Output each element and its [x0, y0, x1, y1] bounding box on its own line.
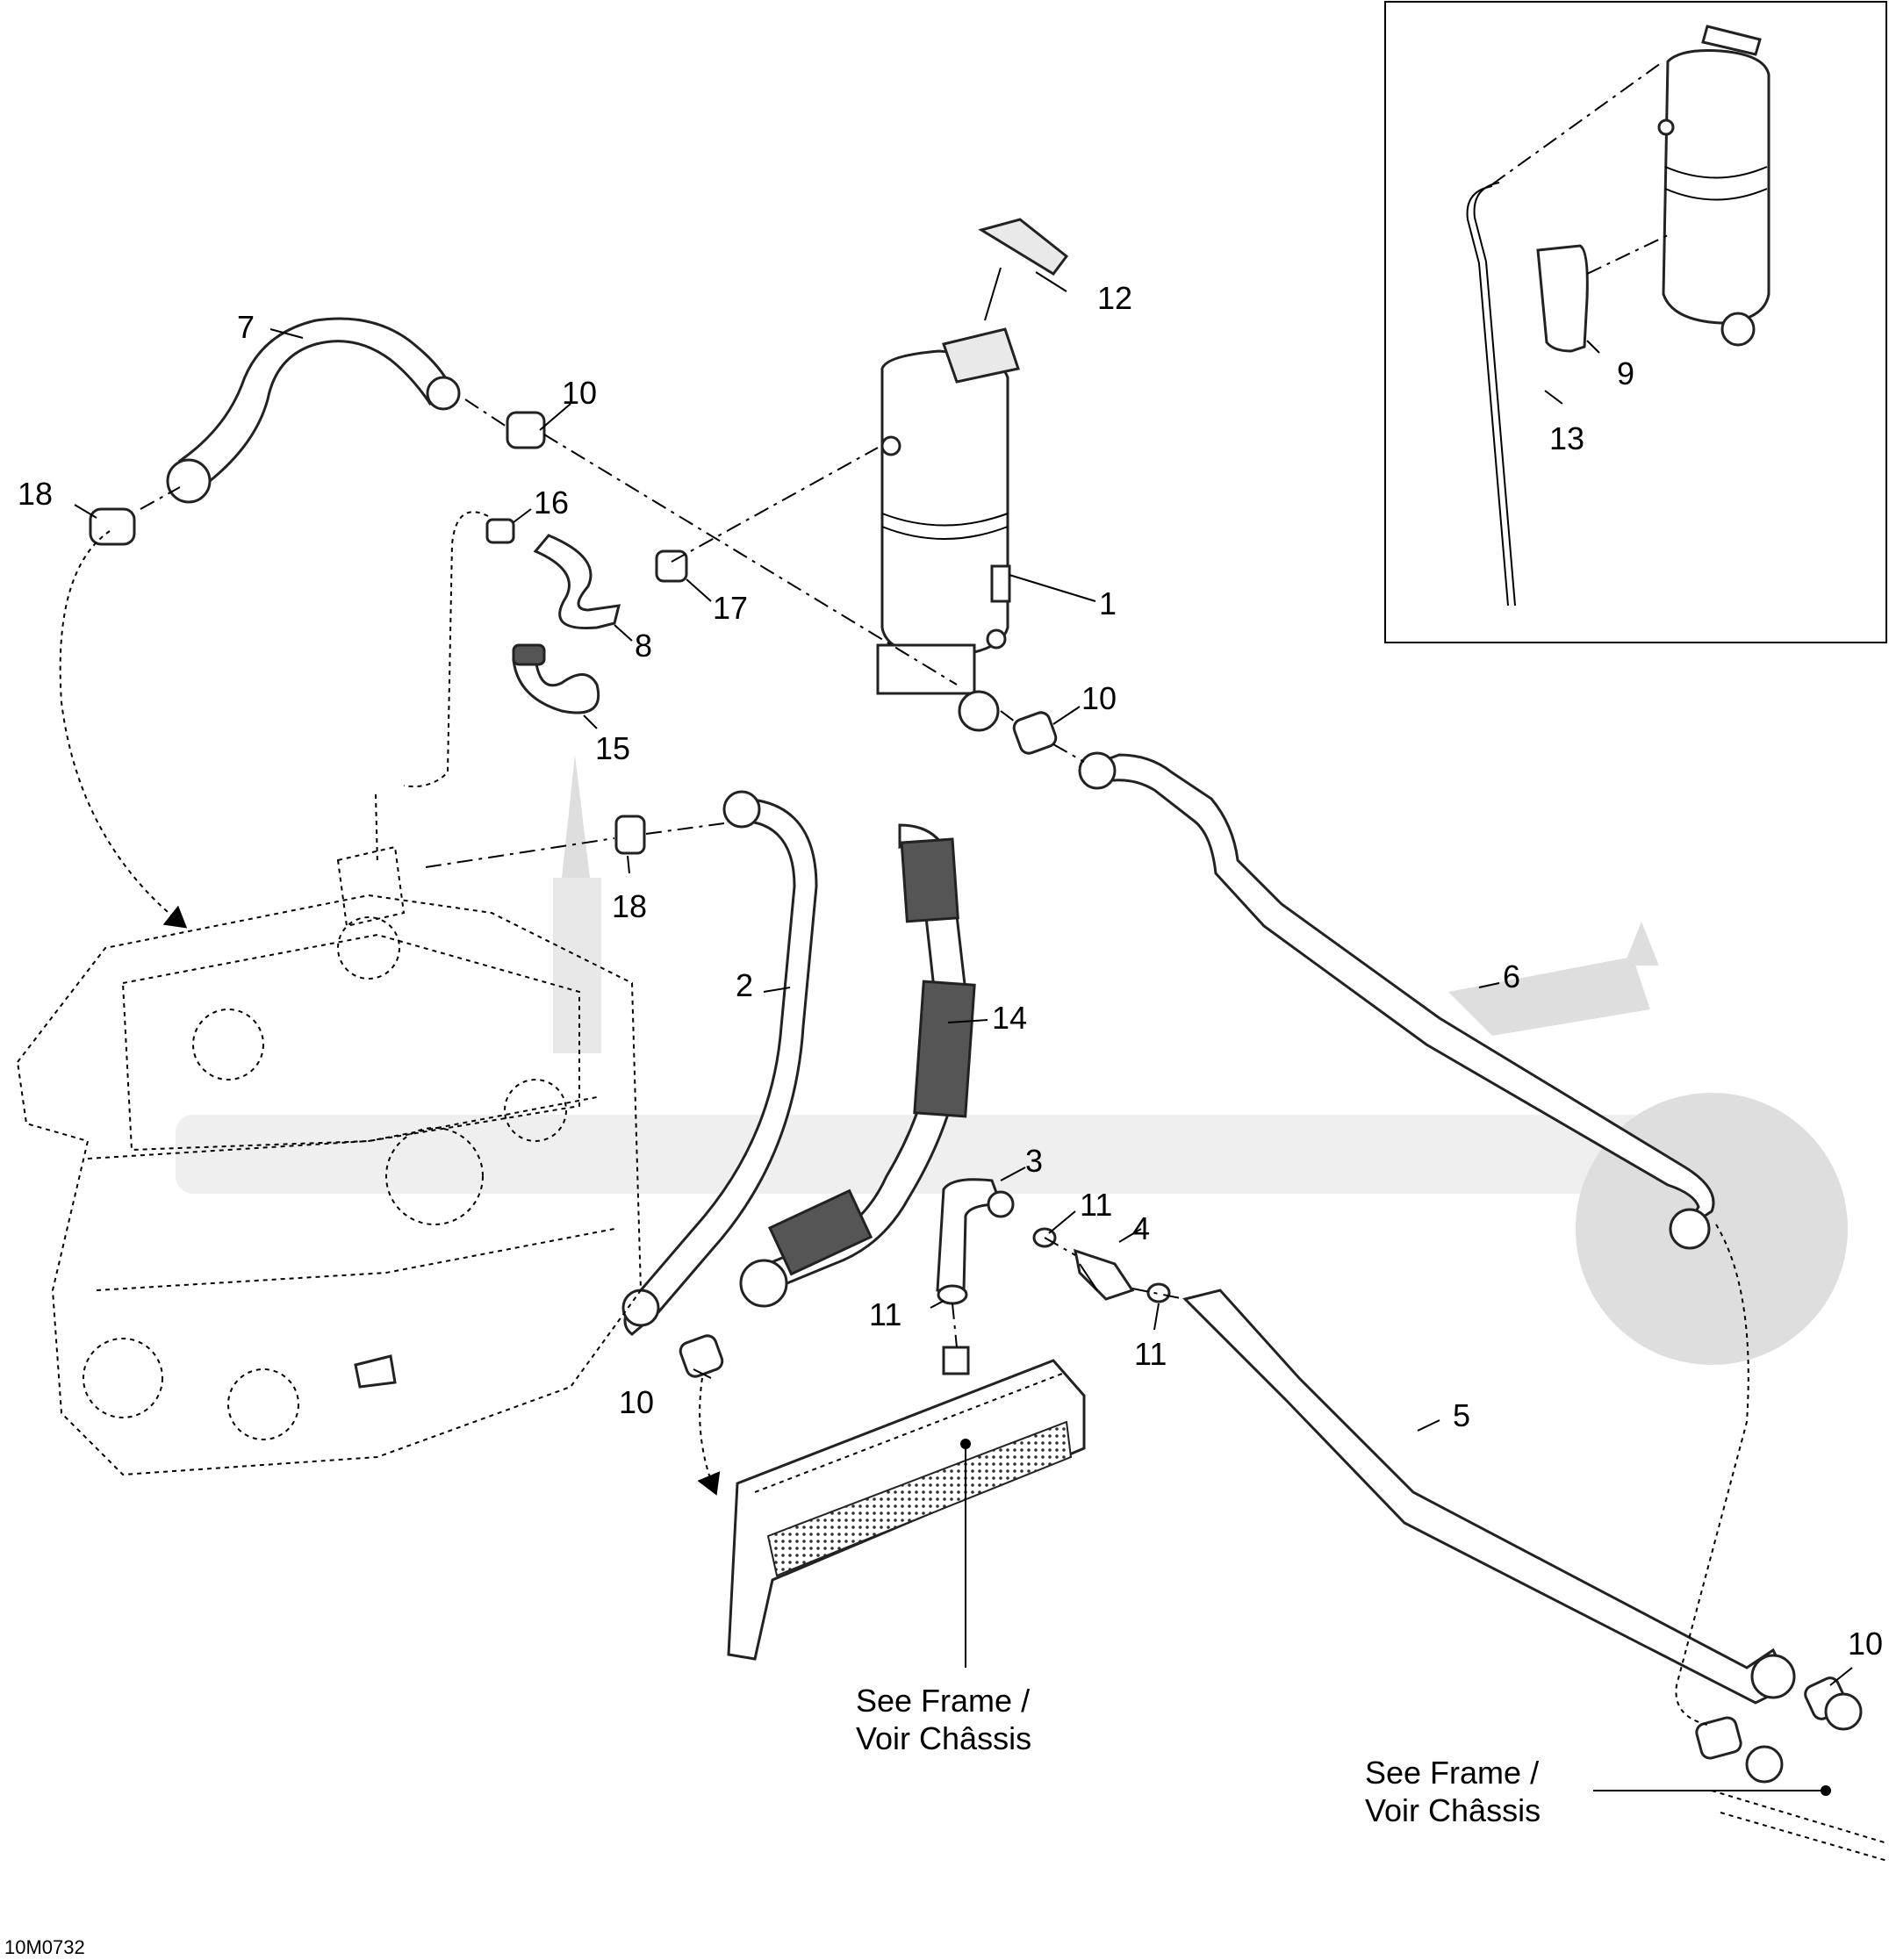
clamp-10-low	[679, 1334, 724, 1378]
hose-15	[512, 657, 600, 714]
callout-4: 4	[1132, 1210, 1150, 1246]
callout-15: 15	[595, 730, 630, 766]
hose-8	[533, 534, 621, 630]
callout-10-low: 10	[619, 1384, 654, 1420]
callout-12: 12	[1097, 280, 1132, 316]
callout-8: 8	[635, 628, 652, 664]
clamp-16	[485, 518, 515, 544]
inset-vent-tube	[1466, 185, 1509, 607]
callout-7: 7	[237, 309, 255, 345]
callout-14: 14	[992, 1000, 1027, 1036]
clamp-18-mid	[614, 815, 646, 855]
hose-2	[623, 797, 818, 1336]
callout-11-right: 11	[1134, 1336, 1167, 1372]
frame-note-1-line1: See Frame /	[856, 1683, 1030, 1719]
callout-2: 2	[736, 967, 753, 1003]
frame-note-1-line2: Voir Châssis	[856, 1720, 1031, 1756]
callout-17: 17	[713, 590, 748, 626]
callout-1: 1	[1099, 585, 1117, 621]
radiator	[727, 1346, 1086, 1661]
callout-3: 3	[1025, 1143, 1043, 1179]
clamp-18-left	[89, 507, 136, 546]
fitting-4	[1074, 1248, 1135, 1301]
engine	[16, 845, 643, 1476]
clamp-17	[655, 549, 688, 583]
clamp-bottom-right	[1695, 1716, 1742, 1760]
callout-11-top: 11	[1080, 1187, 1112, 1223]
callout-13: 13	[1549, 420, 1584, 456]
callout-10-mid: 10	[1081, 680, 1117, 716]
callout-9: 9	[1617, 355, 1634, 391]
inset-reservoir	[1657, 25, 1770, 347]
watermark	[176, 755, 1848, 1365]
callout-11-left: 11	[869, 1296, 901, 1332]
clamp-10-top	[506, 411, 546, 449]
hose-7	[177, 317, 454, 490]
diagram-code: 10M0732	[4, 1936, 85, 1958]
inset-foam-pad	[1536, 244, 1589, 353]
reservoir-cap	[978, 218, 1069, 276]
inset-frame	[1384, 1, 1887, 643]
coolant-reservoir	[876, 327, 1020, 732]
callout-6: 6	[1503, 958, 1520, 994]
frame-stub	[1711, 1790, 1888, 1862]
callout-18-mid: 18	[612, 888, 647, 924]
callout-5: 5	[1453, 1397, 1470, 1433]
frame-note-2-line2: Voir Châssis	[1365, 1792, 1541, 1828]
callout-16: 16	[534, 485, 569, 521]
callout-10-top: 10	[562, 375, 597, 411]
frame-note-2-line1: See Frame /	[1365, 1755, 1539, 1791]
hose-6	[1081, 753, 1715, 1231]
callout-10-right: 10	[1848, 1626, 1883, 1662]
clamp-10-mid	[1012, 711, 1058, 755]
callout-18-left: 18	[18, 476, 53, 512]
